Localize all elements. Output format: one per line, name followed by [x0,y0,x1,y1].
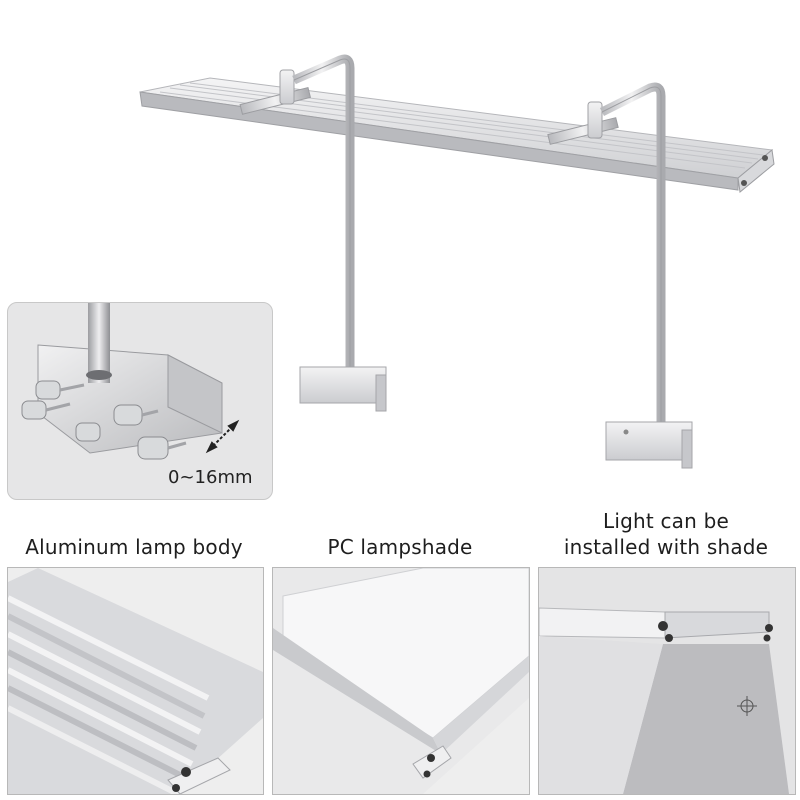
range-arrow-icon [205,419,240,454]
right-clamp-block [605,421,693,469]
feature-caption-line2: installed with shade [563,535,769,559]
feature-panel-lampshade [272,567,530,795]
left-clamp-block [299,366,387,412]
feature-caption-aluminum: Aluminum lamp body [25,535,243,559]
feature-caption-lampshade: PC lampshade [327,535,473,559]
main-product-image [139,54,775,469]
feature-caption-shade-install: Light can be installed with shade [538,508,794,560]
feature-panel-aluminum [7,567,264,795]
lamp-bar-front [139,91,739,191]
crosshair-icon [737,696,757,716]
clamp-range-label: 0~16mm [168,467,253,488]
feature-caption-line1: Light can be [603,509,729,533]
lamp-bar-top [139,77,774,179]
feature-panel-shade-install [538,567,796,795]
clamp-detail-inset: 0~16mm [7,302,273,500]
